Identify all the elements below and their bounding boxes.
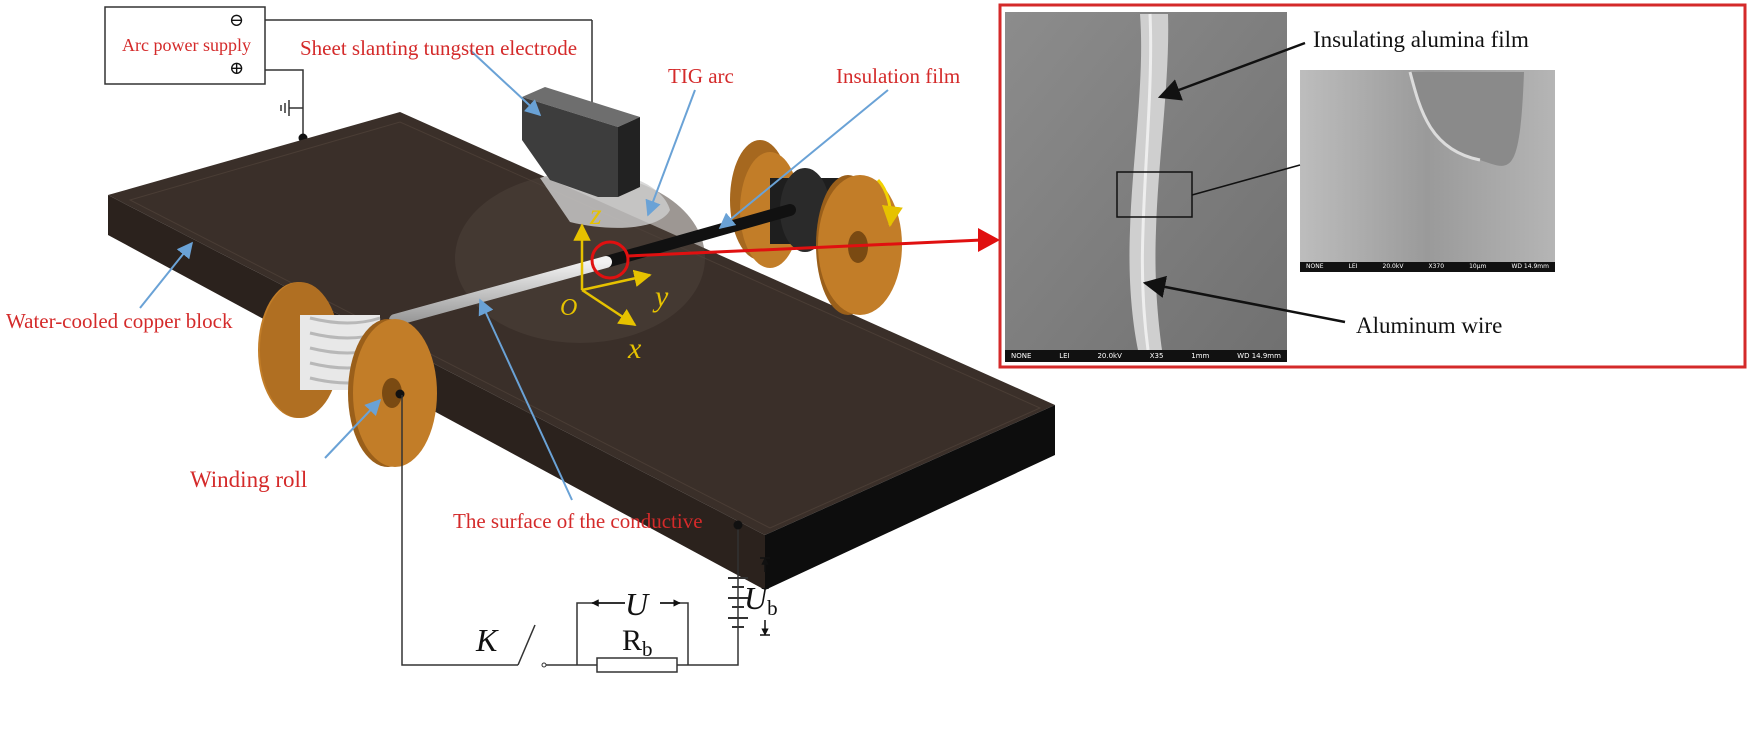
electrode-label: Sheet slanting tungsten electrode xyxy=(300,36,578,60)
sem-footer-text: 20.0kV xyxy=(1382,263,1404,270)
alumina-film-label: Insulating alumina film xyxy=(1313,27,1529,52)
sem-small-footer: NONE LEI 20.0kV X370 10μm WD 14.9mm xyxy=(1300,262,1555,272)
sem-footer-text: 20.0kV xyxy=(1097,352,1122,360)
winding-roll-label: Winding roll xyxy=(190,467,308,492)
aluminum-wire-pointer xyxy=(1142,275,1346,324)
voltage-label: U xyxy=(625,586,649,622)
power-supply-box xyxy=(104,6,266,85)
insulation-film-label: Insulation film xyxy=(836,64,961,88)
sem-image-small xyxy=(1300,70,1555,272)
insulated-wire-segment xyxy=(600,204,796,268)
sem-footer-text: NONE xyxy=(1011,352,1032,360)
battery-symbol-icon xyxy=(728,577,748,628)
conductive-surface-label: The surface of the conductive xyxy=(453,509,703,533)
copper-block-label: Water-cooled copper block xyxy=(6,309,233,333)
battery-voltage-label: Ub xyxy=(744,580,778,620)
power-wire-positive xyxy=(265,69,304,138)
measurement-circuit xyxy=(401,395,739,673)
sem-footer-text: LEI xyxy=(1059,352,1070,360)
sem-footer-text: X35 xyxy=(1149,352,1164,360)
zoom-connector-line xyxy=(1191,164,1301,196)
coordinate-axes xyxy=(573,223,652,327)
aluminum-wire-label: Aluminum wire xyxy=(1356,313,1503,338)
tig-arc-label: TIG arc xyxy=(668,64,734,88)
sem-footer-text: LEI xyxy=(1348,263,1358,270)
axis-origin-label: O xyxy=(560,295,578,321)
magnifier-arrowhead xyxy=(978,228,1000,252)
magnifier-arrow xyxy=(627,238,983,258)
tungsten-electrode xyxy=(522,87,640,197)
positive-terminal-icon: ⊕ xyxy=(229,58,245,78)
axis-x-label: x xyxy=(628,332,642,365)
magnifier-circle xyxy=(590,240,630,280)
negative-terminal-icon: ⊖ xyxy=(229,10,245,30)
alumina-film-pointer xyxy=(1157,41,1306,101)
sem-footer-text: 1mm xyxy=(1191,352,1210,360)
voltage-arrows xyxy=(591,557,770,636)
aluminum-wire-segment xyxy=(389,256,612,326)
sem-footer-text: X370 xyxy=(1428,263,1445,270)
sem-footer-text: NONE xyxy=(1306,263,1324,270)
axis-z-label: z xyxy=(590,198,602,231)
copper-block-side xyxy=(765,405,1055,590)
resistor-label: Rb xyxy=(622,624,653,661)
sem-image-large xyxy=(1005,12,1287,362)
switch-label: K xyxy=(476,622,498,658)
sem-large-footer: NONE LEI 20.0kV X35 1mm WD 14.9mm xyxy=(1005,351,1287,362)
left-winding-roll xyxy=(258,282,437,467)
ground-symbol-icon xyxy=(280,100,303,116)
sem-footer-text: WD 14.9mm xyxy=(1511,263,1549,270)
axis-y-label: y xyxy=(655,280,669,313)
label-arrows xyxy=(139,49,889,501)
power-supply-label: Arc power supply xyxy=(122,35,251,55)
sem-footer-text: WD 14.9mm xyxy=(1237,352,1281,360)
sem-footer-text: 10μm xyxy=(1469,263,1487,270)
